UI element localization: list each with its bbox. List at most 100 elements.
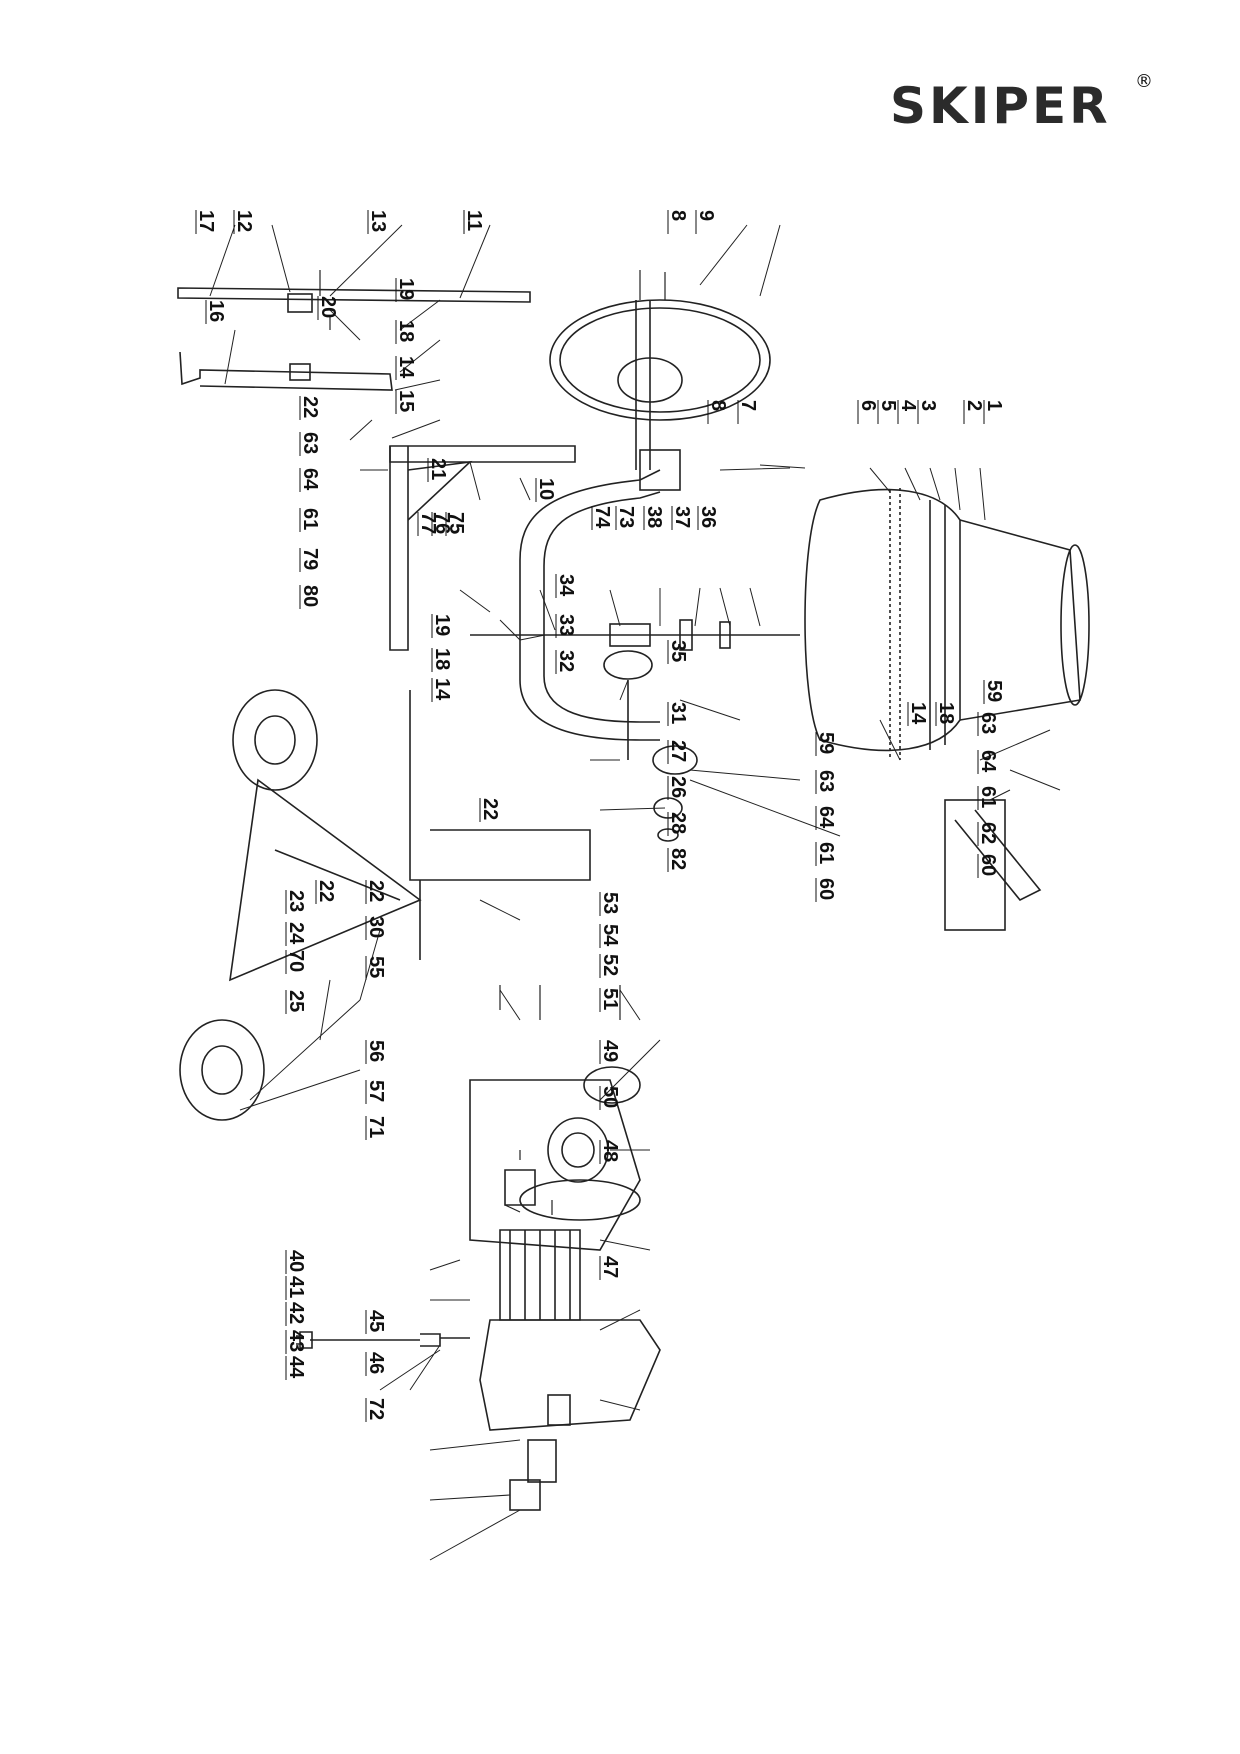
callout-c28: 28 (667, 812, 689, 834)
callout-c35: 35 (667, 640, 689, 662)
pulley-large (547, 1117, 609, 1183)
handle-clamp-2 (289, 363, 311, 381)
motor-housing (479, 1319, 661, 1431)
callout-c26: 26 (667, 776, 689, 798)
shaft-bushing (609, 623, 651, 647)
callout-c32: 32 (555, 650, 577, 672)
callout-c27: 27 (667, 740, 689, 762)
callout-c14a: 14 (395, 356, 417, 379)
callout-c63b: 63 (977, 712, 999, 734)
callout-c10: 10 (535, 478, 557, 500)
callout-c34: 34 (555, 574, 577, 597)
callout-c64b: 64 (977, 750, 999, 773)
callout-c23: 23 (285, 890, 307, 912)
callout-c73: 73 (615, 506, 637, 528)
callout-c15: 15 (395, 390, 417, 412)
callout-c79: 79 (299, 548, 321, 570)
wheel-lower (179, 1019, 265, 1121)
callout-c56: 56 (365, 1040, 387, 1062)
callout-c82: 82 (667, 848, 689, 870)
drive-belt (519, 1179, 641, 1221)
callout-c22c: 22 (315, 880, 337, 902)
wheel-lower-hub (201, 1045, 243, 1095)
callout-c41: 41 (285, 1276, 307, 1298)
callout-c61c: 61 (815, 842, 837, 864)
callout-c4: 4 (897, 400, 919, 412)
callout-c38: 38 (643, 506, 665, 528)
detail-bracket (954, 809, 1042, 902)
callout-c22a: 22 (299, 396, 321, 418)
skiper-logo: SKIPER ® (890, 72, 1153, 136)
callout-c74: 74 (591, 506, 613, 529)
callout-c64c: 64 (815, 806, 837, 829)
callout-c8a: 8 (667, 210, 689, 221)
callout-c44: 44 (285, 1356, 307, 1379)
plug (296, 1331, 313, 1349)
mixer-drum (804, 488, 961, 752)
callout-c13: 13 (367, 210, 389, 232)
wheel-upper-hub (254, 715, 296, 765)
pinion-gear (603, 650, 653, 680)
callout-c16: 16 (205, 300, 227, 322)
tilt-wheel (549, 299, 771, 421)
callout-c5: 5 (877, 400, 899, 411)
callout-c80: 80 (299, 585, 321, 607)
callout-c30: 30 (365, 916, 387, 938)
callout-c51: 51 (599, 988, 621, 1010)
callout-c75: 75 (445, 512, 467, 534)
leader (209, 224, 1061, 1561)
callout-c22d: 22 (365, 880, 387, 902)
callout-c60b: 60 (815, 878, 837, 900)
a-frame-brace (274, 849, 401, 901)
switch-box (547, 1394, 571, 1426)
leader-lines (209, 224, 1061, 1561)
callout-c63c: 63 (815, 770, 837, 792)
handle-bar-lower (179, 351, 393, 391)
stand-frame (409, 690, 591, 881)
wheel-upper (232, 689, 318, 791)
callout-c7: 7 (737, 400, 759, 411)
brand-name: SKIPER (890, 77, 1111, 135)
callout-c25: 25 (285, 990, 307, 1012)
callout-c52: 52 (599, 954, 621, 976)
tilt-wheel-inner (559, 307, 761, 413)
callout-c18c: 18 (935, 702, 957, 724)
callout-c19b: 19 (431, 614, 453, 636)
callout-c50: 50 (599, 1086, 621, 1108)
callout-c59a: 59 (983, 680, 1005, 702)
callout-c57: 57 (365, 1080, 387, 1102)
frame-rail (389, 445, 576, 463)
tube-flange (639, 449, 681, 491)
support-tube (519, 469, 661, 741)
switch-cover (509, 1479, 541, 1511)
callout-c53: 53 (599, 892, 621, 914)
wheel-spoke (635, 300, 651, 470)
callout-c70: 70 (285, 950, 307, 972)
drum-mouth (1060, 544, 1090, 706)
callout-c6: 6 (857, 400, 879, 411)
motor-pulley (583, 1066, 641, 1104)
fastener-lines (319, 270, 666, 1215)
registered-mark: ® (1135, 71, 1153, 92)
shaft-washer (719, 621, 731, 649)
shaft-spacer (679, 619, 693, 651)
callout-c64a: 64 (299, 468, 321, 491)
a-frame (229, 778, 422, 982)
callout-c48: 48 (599, 1140, 621, 1162)
handle-bar (177, 287, 531, 303)
callout-c12: 12 (233, 210, 255, 232)
callout-c45: 45 (365, 1310, 387, 1332)
power-cord (310, 1333, 470, 1347)
callout-c19a: 19 (395, 278, 417, 300)
drum-cone (959, 519, 1081, 721)
callout-c77: 77 (417, 512, 439, 534)
callout-c21: 21 (427, 458, 449, 480)
support-tube-inner (543, 491, 661, 723)
callout-c20: 20 (317, 296, 339, 318)
callout-c43: 43 (285, 1330, 307, 1352)
callout-c18b: 18 (431, 648, 453, 670)
callout-c55: 55 (365, 956, 387, 978)
callout-c14c: 14 (907, 702, 929, 725)
